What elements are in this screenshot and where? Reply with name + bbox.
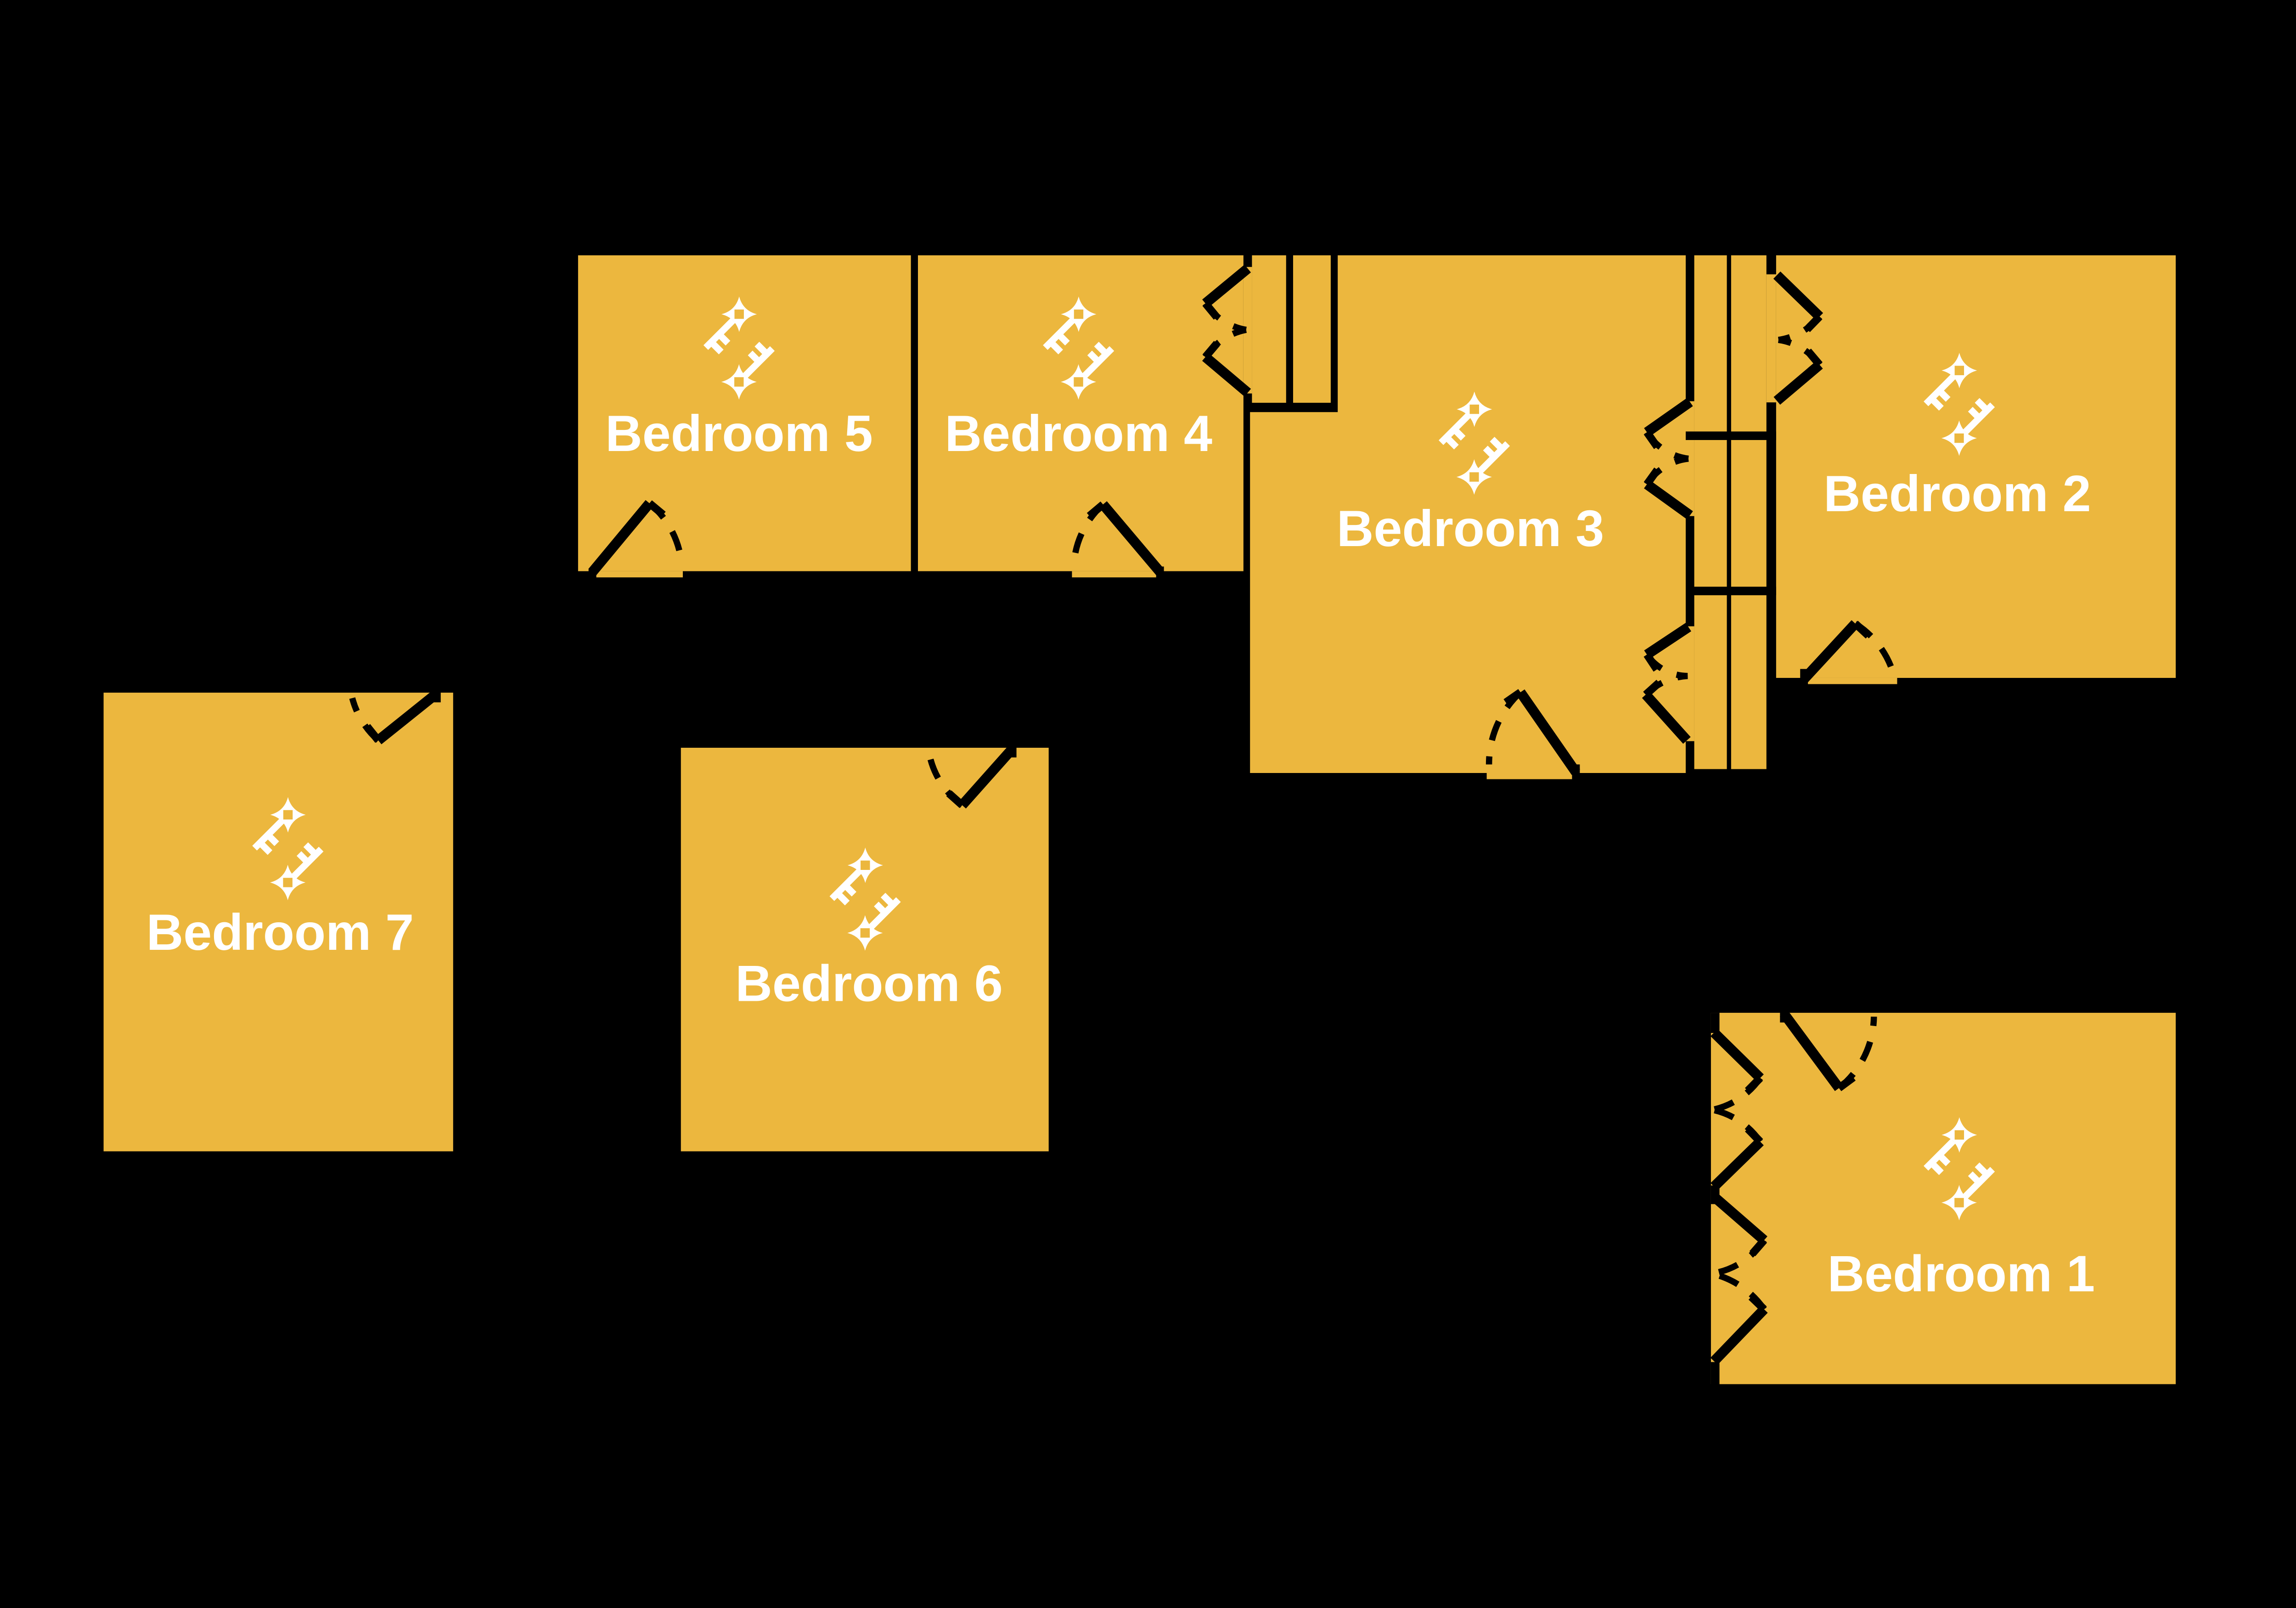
door-leaf <box>1202 264 1251 307</box>
room-bedroom-6[interactable]: Bedroom 6 <box>681 747 1049 1151</box>
room-bedroom-1[interactable]: Bedroom 1 <box>1711 1012 2176 1384</box>
hall-strip-right-1 <box>1694 255 1727 769</box>
doorway-b2-left <box>1766 274 1776 402</box>
door-swing-door-b1-left-lower-b <box>1710 1270 1768 1365</box>
door-leaf <box>1644 480 1693 519</box>
room-floor[interactable] <box>1711 1012 2176 1384</box>
hall-strip-left-2 <box>1293 255 1331 403</box>
doorway-b3-upper <box>1686 401 1694 516</box>
door-swing-door-b3-bottom <box>1486 688 1580 775</box>
doorway-b4-bottom <box>1072 571 1160 577</box>
door-leaf <box>1773 361 1823 405</box>
doorway-b3-bottom <box>1486 773 1576 779</box>
door-swing-arc <box>1778 336 1822 367</box>
room-floor[interactable] <box>1250 255 1686 773</box>
door-leaf <box>1711 1138 1764 1190</box>
wall-segment-divider-b5-b4 <box>911 255 918 571</box>
door-leaf <box>1779 1010 1843 1091</box>
door-swing-door-b1-top <box>1779 1010 1877 1091</box>
door-swing-arc <box>1711 1270 1767 1311</box>
wall-segment-b1-left-cap-bot <box>1711 1362 1720 1385</box>
door-swing-arc <box>1853 621 1897 677</box>
wall-segment-hall-cross-wall-2 <box>1686 586 1776 595</box>
room-floor[interactable] <box>1776 255 2176 678</box>
hall-strip-left-1 <box>1252 255 1286 403</box>
rooms: Bedroom 5 Bedroom 4 Bedroom 3 Bedroom 2 Bedr… <box>103 255 2176 1384</box>
room-label: Bedroom 6 <box>735 954 1002 1012</box>
door-swing-arc <box>1711 1076 1763 1113</box>
door-swing-arc <box>1837 1016 1877 1090</box>
wall-segment-hall-cross-wall-1 <box>1686 431 1776 440</box>
door-swing-arc <box>1644 455 1689 486</box>
door-leaf <box>1516 689 1580 775</box>
door-swing-door-b3-right-upper-b <box>1643 455 1693 519</box>
wall-segment-b1-left-cap-top <box>1711 1012 1720 1033</box>
doorway-b2-bottom <box>1804 677 1897 684</box>
room-label: Bedroom 5 <box>605 405 872 462</box>
room-label: Bedroom 1 <box>1828 1245 2095 1302</box>
hallways-and-doorways <box>592 255 1897 779</box>
room-label: Bedroom 3 <box>1337 500 1604 557</box>
room-bedroom-3[interactable]: Bedroom 3 <box>1250 255 1686 773</box>
door-swing-door-b1-left-upper-a <box>1710 1028 1764 1113</box>
doors <box>349 264 1897 1365</box>
door-leaf <box>1644 397 1693 436</box>
door-leaf <box>1710 1028 1764 1082</box>
door-leaf <box>588 500 653 575</box>
door-leaf <box>1202 353 1251 396</box>
door-swing-door-b5 <box>588 500 685 575</box>
room-bedroom-2[interactable]: Bedroom 2 <box>1776 255 2176 678</box>
room-label: Bedroom 2 <box>1823 465 2091 522</box>
doorway-b3-lower <box>1686 626 1694 741</box>
door-leaf <box>1099 501 1164 575</box>
door-leaf <box>1642 691 1691 744</box>
door-swing-door-b7 <box>349 689 440 745</box>
room-bedroom-4[interactable]: Bedroom 4 <box>917 255 1244 571</box>
room-floor[interactable] <box>103 692 453 1151</box>
door-swing-arc <box>1203 326 1247 359</box>
door-swing-door-b1-left-upper-b <box>1711 1106 1764 1190</box>
door-swing-arc <box>1711 1106 1763 1144</box>
door-leaf <box>1710 1305 1768 1365</box>
floor-plan: Bedroom 5 Bedroom 4 Bedroom 3 Bedroom 2 Bedr… <box>0 124 2296 1484</box>
door-leaf <box>958 745 1017 808</box>
door-leaf <box>1644 622 1691 659</box>
door-swing-door-b3-right-lower-b <box>1642 672 1691 744</box>
door-swing-arc <box>1486 689 1523 764</box>
door-leaf <box>1773 271 1823 320</box>
door-leaf <box>375 689 440 745</box>
door-swing-door-b4 <box>1070 501 1164 575</box>
door-swing-door-b1-left-lower-a <box>1711 1192 1767 1277</box>
door-swing-door-b2-bottom <box>1800 620 1897 683</box>
doorway-b4-hall <box>1243 266 1252 394</box>
door-swing-door-b2-left-b <box>1773 336 1823 405</box>
door-swing-door-hall-b4-b <box>1202 326 1251 396</box>
door-swing-arc <box>349 697 381 743</box>
door-swing-arc <box>647 501 685 564</box>
room-bedroom-7[interactable]: Bedroom 7 <box>103 692 453 1151</box>
door-swing-arc <box>1643 672 1688 697</box>
doorway-b5-bottom <box>592 571 683 577</box>
door-leaf <box>1711 1192 1767 1244</box>
door-swing-arc <box>1070 502 1105 564</box>
room-label: Bedroom 4 <box>945 405 1212 462</box>
door-swing-arc <box>926 752 964 808</box>
door-swing-door-b6 <box>926 745 1017 808</box>
door-leaf <box>1800 620 1859 683</box>
door-swing-arc <box>1711 1238 1767 1277</box>
hall-strip-right-2 <box>1731 255 1767 769</box>
room-label: Bedroom 7 <box>146 903 414 960</box>
